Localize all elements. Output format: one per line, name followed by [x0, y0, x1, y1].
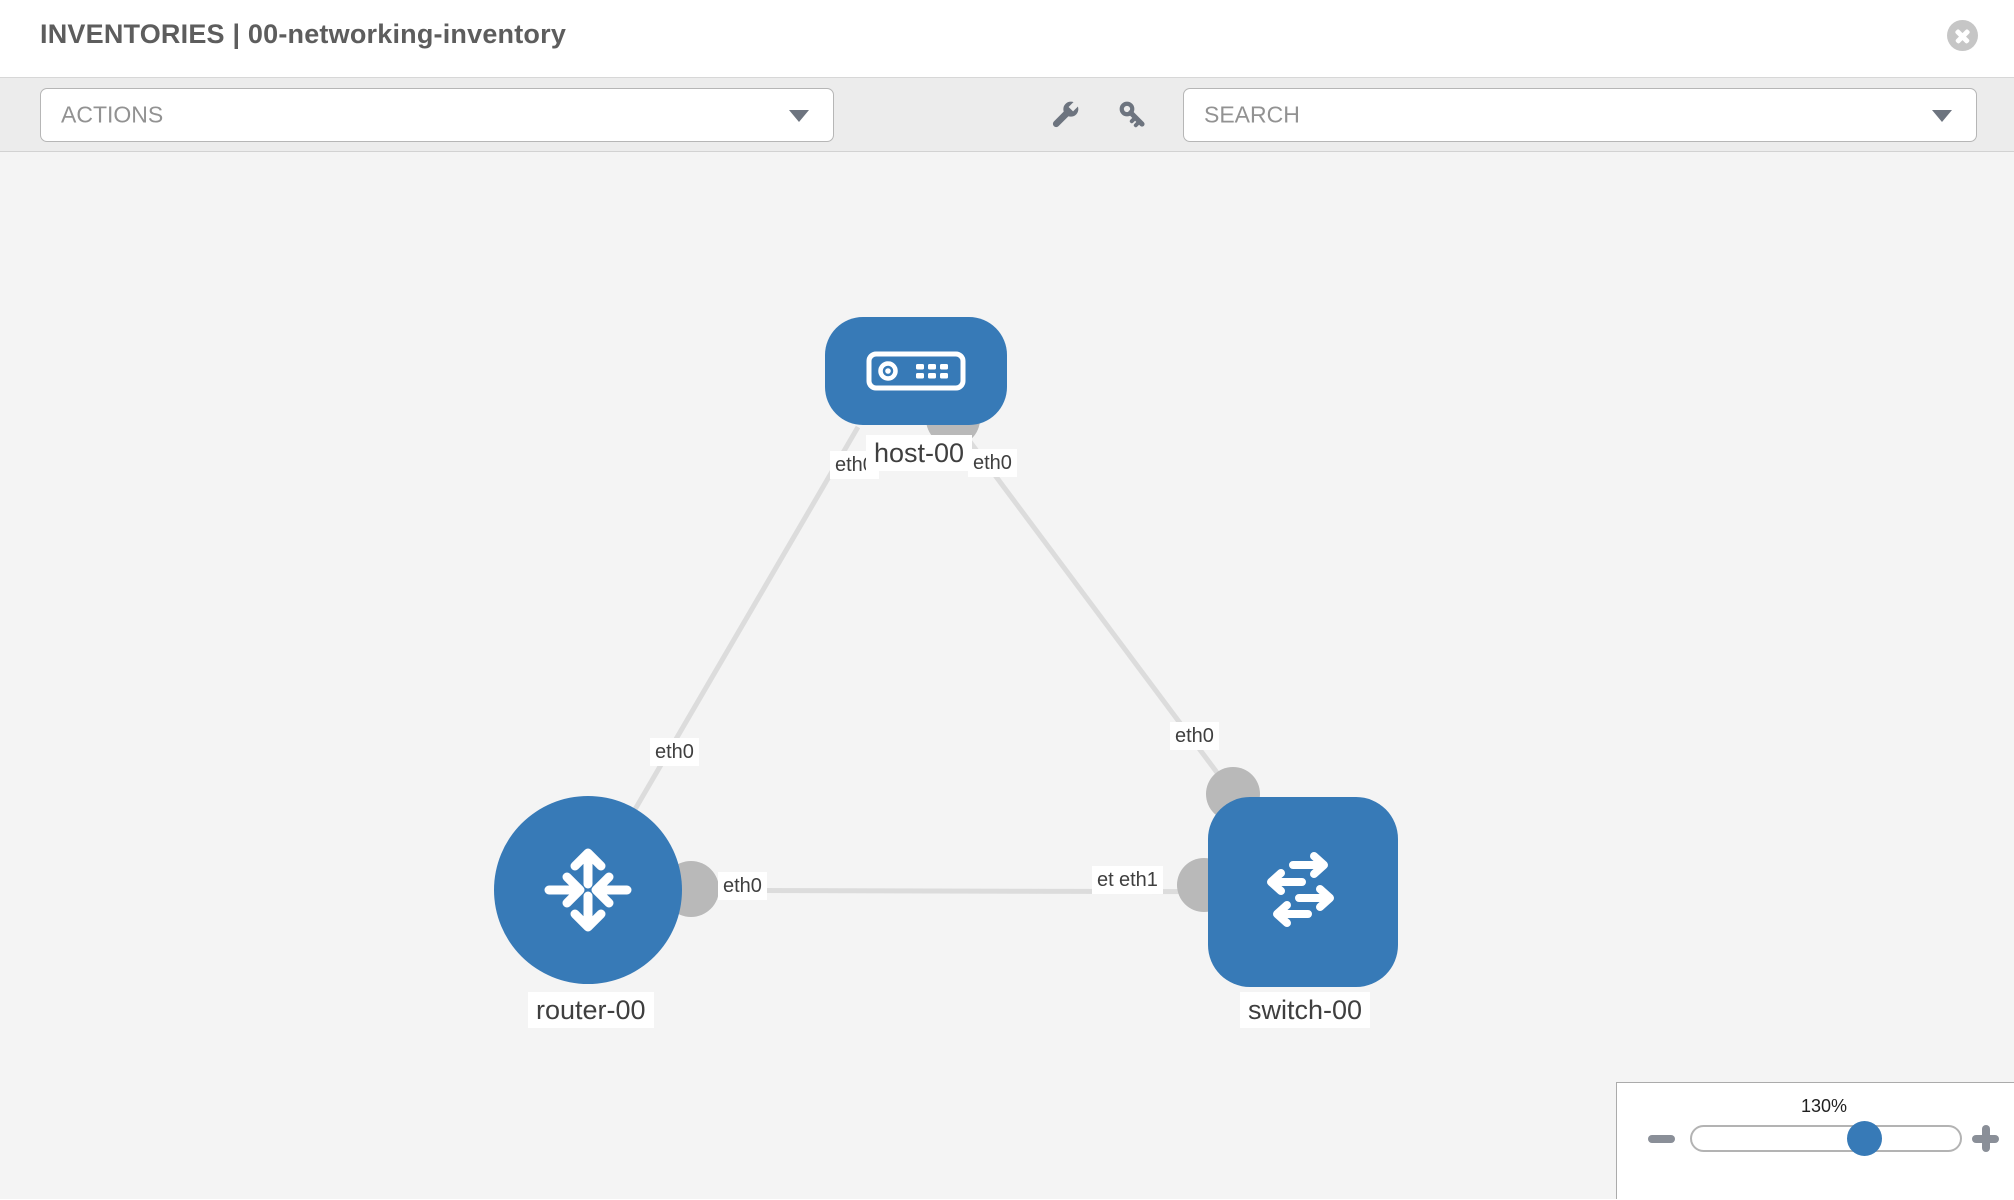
server-icon	[866, 351, 966, 391]
zoom-percent: 130%	[1800, 1096, 1848, 1116]
zoom-slider-knob[interactable]	[1847, 1121, 1882, 1156]
zoom-slider-track[interactable]	[1690, 1121, 1962, 1156]
page-header: INVENTORIES | 00-networking-inventory	[0, 0, 2014, 78]
chevron-down-icon	[1932, 110, 1952, 122]
search-dropdown-label: SEARCH	[1204, 101, 1300, 128]
zoom-out-button[interactable]	[1648, 1135, 1675, 1143]
router-arrows-icon	[544, 848, 632, 932]
interface-label-host-eth0-right: eth0	[968, 449, 1017, 477]
node-router-00[interactable]	[494, 796, 682, 984]
interface-label-router-eth0: eth0	[718, 872, 767, 900]
topology-graph	[494, 317, 1398, 987]
zoom-widget: 130%	[1616, 1082, 2014, 1199]
interface-label-switch-eth0: eth0	[1170, 722, 1219, 750]
page-title: INVENTORIES | 00-networking-inventory	[40, 19, 567, 49]
zoom-in-button[interactable]	[1972, 1125, 1999, 1152]
interface-label-switch-eth1: eth1	[1114, 866, 1163, 894]
interface-label-router-link-eth0: eth0	[650, 738, 699, 766]
toolbar: ACTIONS SEARCH	[0, 78, 2014, 152]
node-label-router-00[interactable]: router-00	[528, 992, 654, 1029]
switch-arrows-icon	[1267, 852, 1334, 927]
actions-dropdown-label: ACTIONS	[61, 101, 164, 128]
wrench-icon	[1052, 99, 1081, 128]
key-icon	[1119, 101, 1145, 127]
node-host-00[interactable]	[825, 317, 1007, 425]
close-button[interactable]	[1947, 20, 1978, 51]
credentials-key-button[interactable]	[1114, 97, 1152, 135]
search-dropdown[interactable]: SEARCH	[1183, 88, 1977, 142]
close-icon	[1947, 20, 1978, 51]
configure-wrench-button[interactable]	[1046, 97, 1084, 135]
node-label-host-00[interactable]: host-00	[866, 435, 973, 472]
chevron-down-icon	[789, 110, 809, 122]
node-switch-00[interactable]	[1208, 797, 1398, 987]
node-label-switch-00[interactable]: switch-00	[1240, 992, 1371, 1029]
topology-canvas[interactable]: eth0 host-00 eth0 eth0 eth0 eth0 eth1 et…	[0, 152, 2014, 1199]
actions-dropdown[interactable]: ACTIONS	[40, 88, 834, 142]
